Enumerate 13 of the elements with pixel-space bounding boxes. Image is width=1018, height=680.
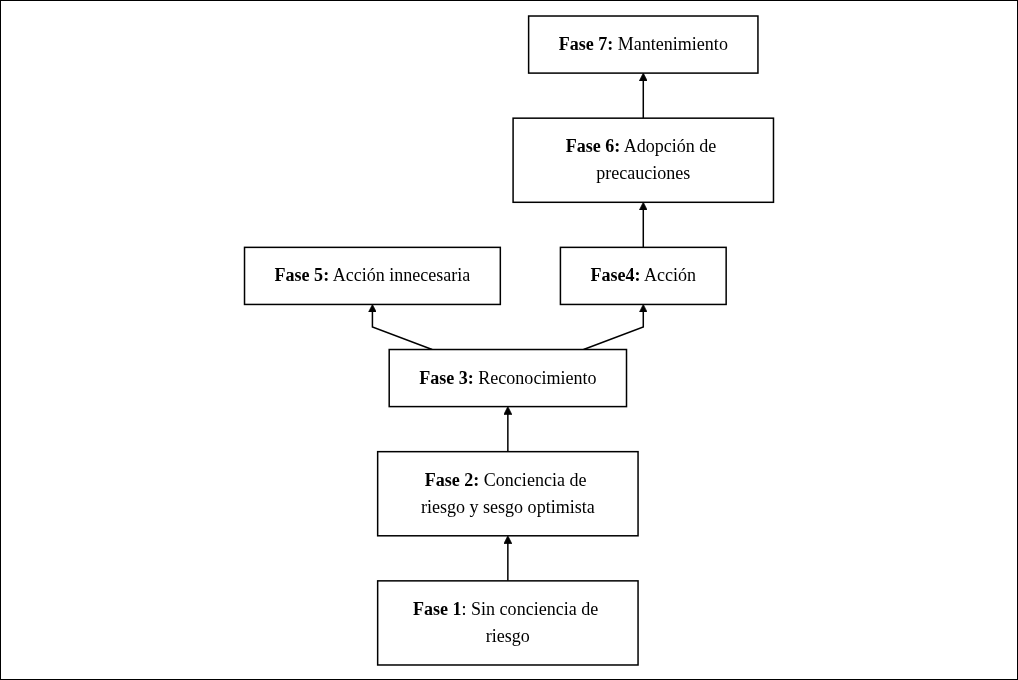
arrow (503, 534, 513, 582)
arrow (638, 72, 648, 119)
node-box (527, 14, 759, 74)
node-box (376, 450, 639, 537)
node-box (559, 246, 727, 305)
arrow (503, 405, 513, 452)
node-box (243, 246, 502, 305)
arrow (368, 303, 433, 350)
arrow (582, 303, 648, 350)
node-box (388, 348, 628, 407)
arrow (638, 201, 648, 248)
node-box (376, 579, 639, 666)
node-box (512, 116, 775, 203)
